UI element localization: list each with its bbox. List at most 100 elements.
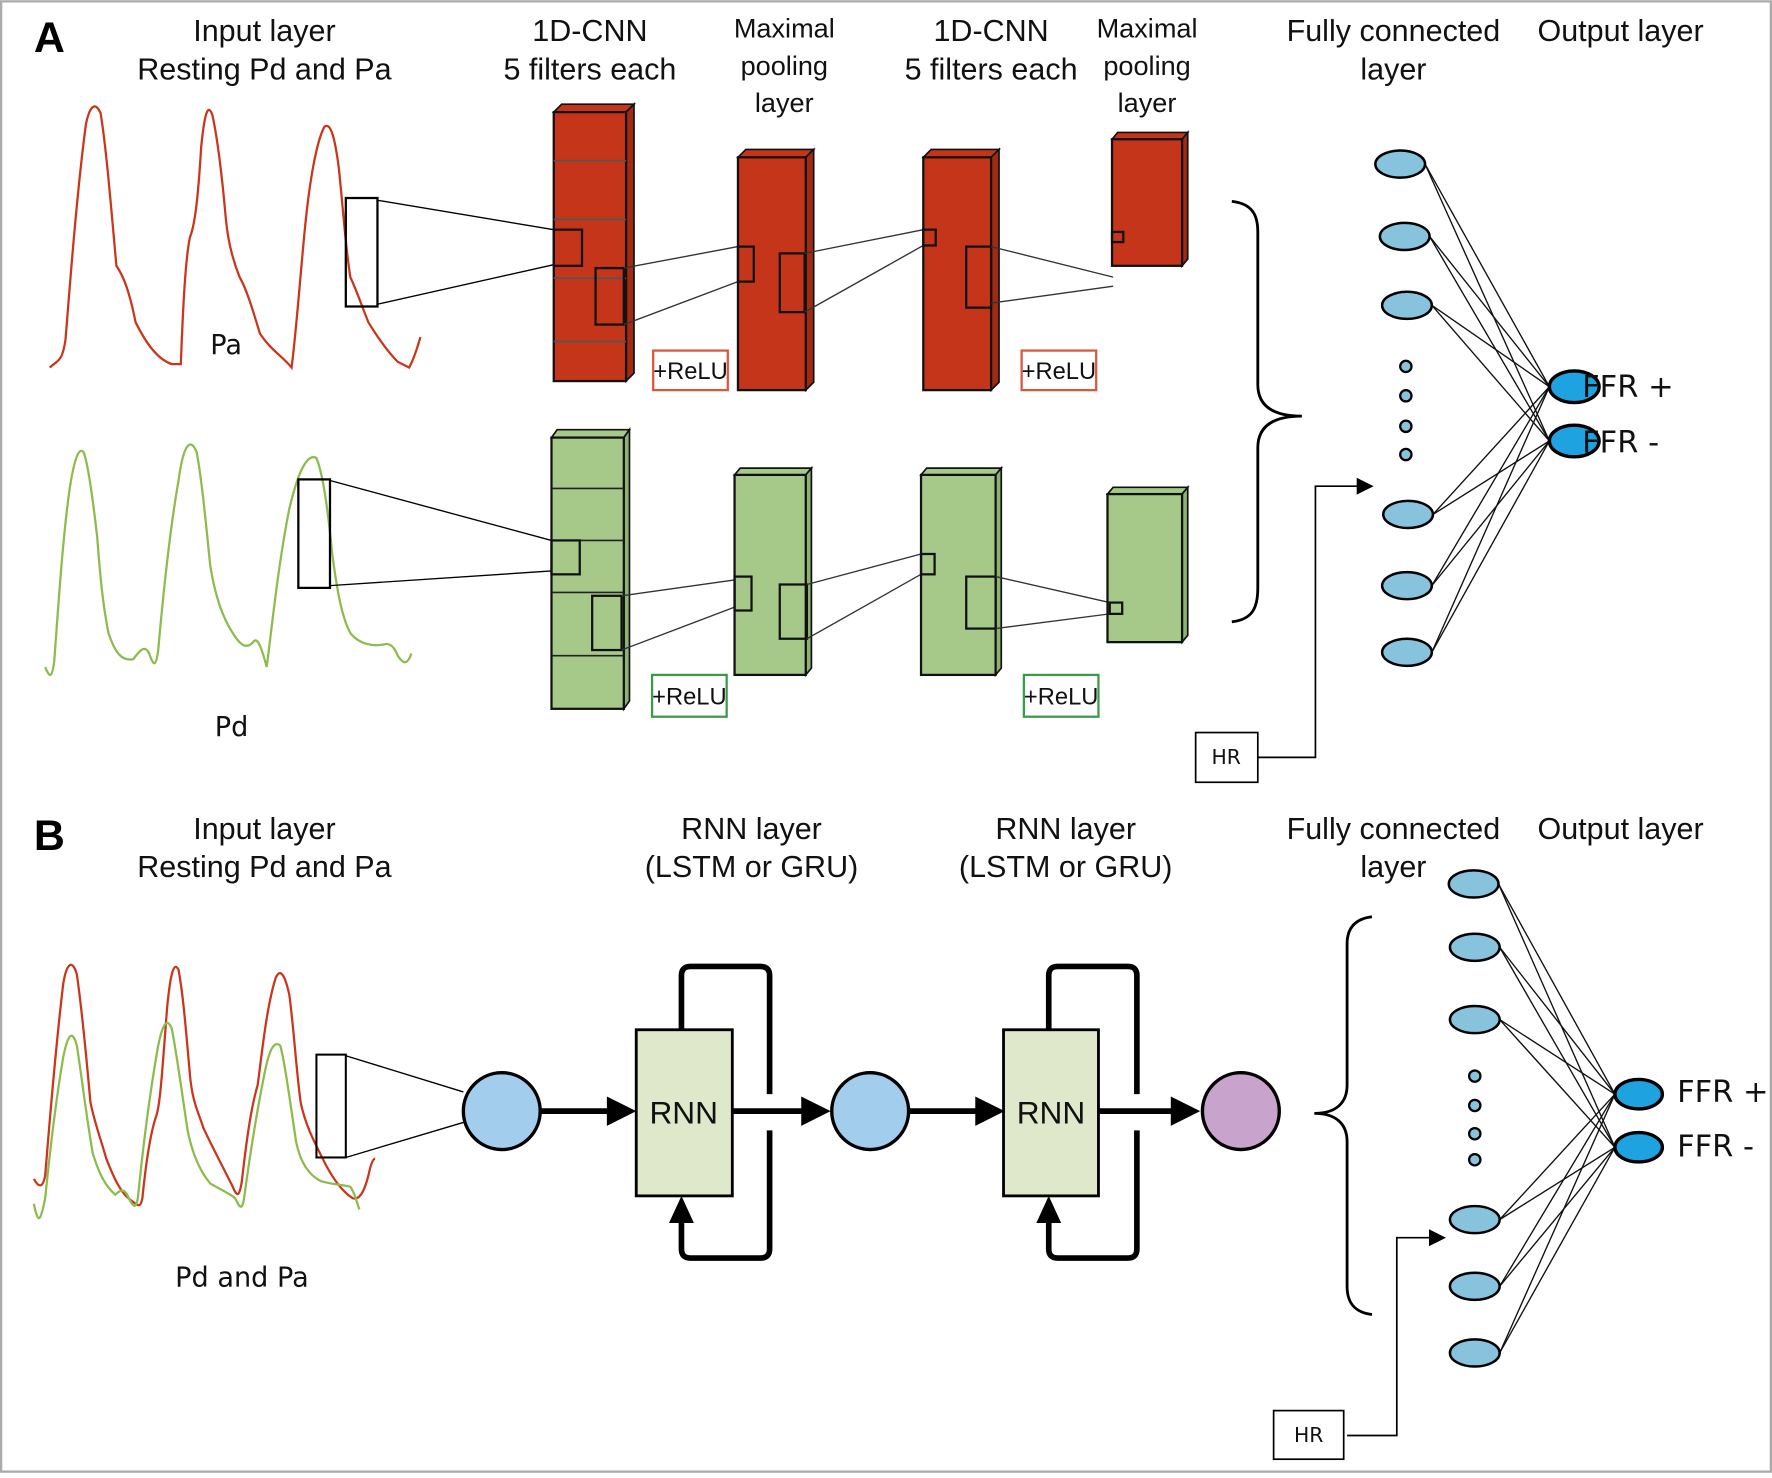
relu-box-red-2: +ReLU (1020, 349, 1098, 392)
fc-edge (1431, 304, 1550, 442)
arrow-head-input-to-rnn1 (606, 1096, 637, 1126)
panel-b-label: B (34, 812, 65, 860)
pa-input-window (344, 196, 379, 308)
rnn-cell-2: RNN (1002, 963, 1140, 1261)
svg-text:HR: HR (1294, 1423, 1323, 1447)
red-pool1-cnn2-connector-top (804, 228, 924, 255)
fc-edges-a (1424, 163, 1550, 653)
green-pool2-block (1105, 484, 1190, 645)
a-pool1-header-3: layer (755, 87, 814, 118)
fc-edge (1499, 1146, 1616, 1354)
merge-brace-a (1231, 199, 1302, 624)
fc-ellipsis-dot (1399, 419, 1413, 434)
output-ffr-positive-b: FFR + (1677, 1075, 1769, 1110)
fc-edge (1499, 1093, 1616, 1221)
b-fc-header-2: layer (1360, 850, 1426, 884)
red-cnn1-block (551, 102, 637, 384)
a-fc-header-2: layer (1360, 52, 1426, 86)
fc-edge (1499, 1093, 1616, 1287)
green-cnn2-pool2-connector-top (995, 575, 1110, 604)
fc-edge (1424, 163, 1550, 388)
fc-edge (1431, 440, 1550, 653)
a-input-header-2: Resting Pd and Pa (137, 52, 391, 86)
green-cnn1-block (549, 427, 632, 712)
fc-ellipsis-dot (1399, 388, 1413, 403)
output-ffr-negative-a: FFR - (1582, 425, 1659, 460)
b-input-window (315, 1053, 347, 1159)
fc-edge (1499, 946, 1616, 1095)
hr-input-b: HR (1272, 1409, 1345, 1461)
red-cnn1-pool1-connector-bottom (623, 280, 739, 326)
output-ffr-positive-a: FFR + (1582, 370, 1674, 405)
red-pool2-block (1110, 130, 1190, 269)
fc-ellipsis-dot (1399, 447, 1413, 462)
red-cnn2-block (921, 147, 1002, 393)
pa-waveform (48, 105, 422, 371)
panel-a-label: A (34, 14, 65, 62)
relu-box-red-1: +ReLU (652, 349, 729, 392)
output-node-ffr-negative (1613, 1130, 1665, 1164)
svg-text:+ReLU: +ReLU (1022, 359, 1097, 385)
a-output-header: Output layer (1537, 14, 1703, 48)
pd-window-connector-top (329, 479, 552, 542)
fc-edge (1431, 386, 1550, 586)
rnn-output-node (1200, 1071, 1281, 1152)
a-input-header-1: Input layer (193, 14, 335, 48)
arrow-head-rnn1-to-hidden (801, 1096, 831, 1126)
b-fc-header-1: Fully connected (1287, 812, 1501, 846)
fc-edge (1432, 440, 1550, 516)
green-pool1-cnn2-connector-top (806, 553, 922, 586)
a-pool1-header-2: pooling (741, 50, 828, 81)
b-window-connector-bottom (345, 1121, 464, 1159)
arrow-head-hidden-to-rnn2 (975, 1096, 1005, 1126)
fc-nodes-a (1374, 149, 1601, 668)
rnn-hidden-node (830, 1071, 911, 1152)
green-cnn1-pool1-connector-bottom (621, 606, 735, 651)
b-input-header-1: Input layer (193, 812, 335, 846)
b-window-connector-top (345, 1055, 464, 1093)
svg-text:+ReLU: +ReLU (1024, 684, 1099, 710)
b-rnn2-header-2: (LSTM or GRU) (959, 850, 1173, 884)
fc-node (1380, 637, 1434, 668)
a-pool2-header-3: layer (1118, 87, 1177, 118)
fc-node (1448, 1204, 1501, 1235)
fc-edge (1432, 386, 1550, 515)
green-pool1-block (732, 465, 814, 678)
relu-box-green-1: +ReLU (650, 673, 728, 718)
fc-edge (1429, 236, 1550, 388)
red-cnn2-pool2-connector-top (990, 245, 1114, 278)
svg-text:HR: HR (1211, 745, 1240, 769)
rnn-cell-1: RNN (634, 963, 773, 1261)
fc-node (1448, 1004, 1501, 1035)
hr-arrow-b (1347, 1229, 1446, 1437)
rnn-cell-2-label: RNN (1017, 1095, 1086, 1131)
green-pool1-cnn2-connector-bottom (806, 573, 922, 640)
fc-edges-b (1497, 883, 1616, 1354)
svg-text:+ReLU: +ReLU (653, 359, 728, 385)
fc-ellipsis-dot (1468, 1098, 1482, 1113)
fc-ellipsis-dot (1399, 359, 1413, 374)
fc-edge (1431, 440, 1550, 587)
fc-node (1447, 869, 1500, 899)
b-input-header-2: Resting Pd and Pa (137, 850, 391, 884)
fc-edge (1499, 1146, 1616, 1287)
fc-edge (1497, 883, 1616, 1148)
pa-window-connector-bottom (377, 264, 554, 305)
fc-edge (1428, 236, 1550, 442)
a-cnn1-header-2: 5 filters each (503, 52, 676, 86)
pa-window-connector-top (377, 199, 554, 231)
pd-label: Pd (215, 712, 249, 743)
fc-node (1448, 932, 1501, 963)
fc-edge (1424, 163, 1550, 442)
pa-waveform-b (32, 963, 376, 1207)
red-cnn2-pool2-connector-bottom (991, 285, 1114, 304)
a-fc-header-1: Fully connected (1287, 14, 1501, 48)
fc-ellipsis-dot (1468, 1126, 1482, 1141)
pd-input-window (297, 478, 332, 590)
rnn-input-node (461, 1071, 542, 1152)
a-cnn1-header-1: 1D-CNN (532, 14, 647, 48)
combined-signal-label: Pd and Pa (175, 1262, 309, 1293)
